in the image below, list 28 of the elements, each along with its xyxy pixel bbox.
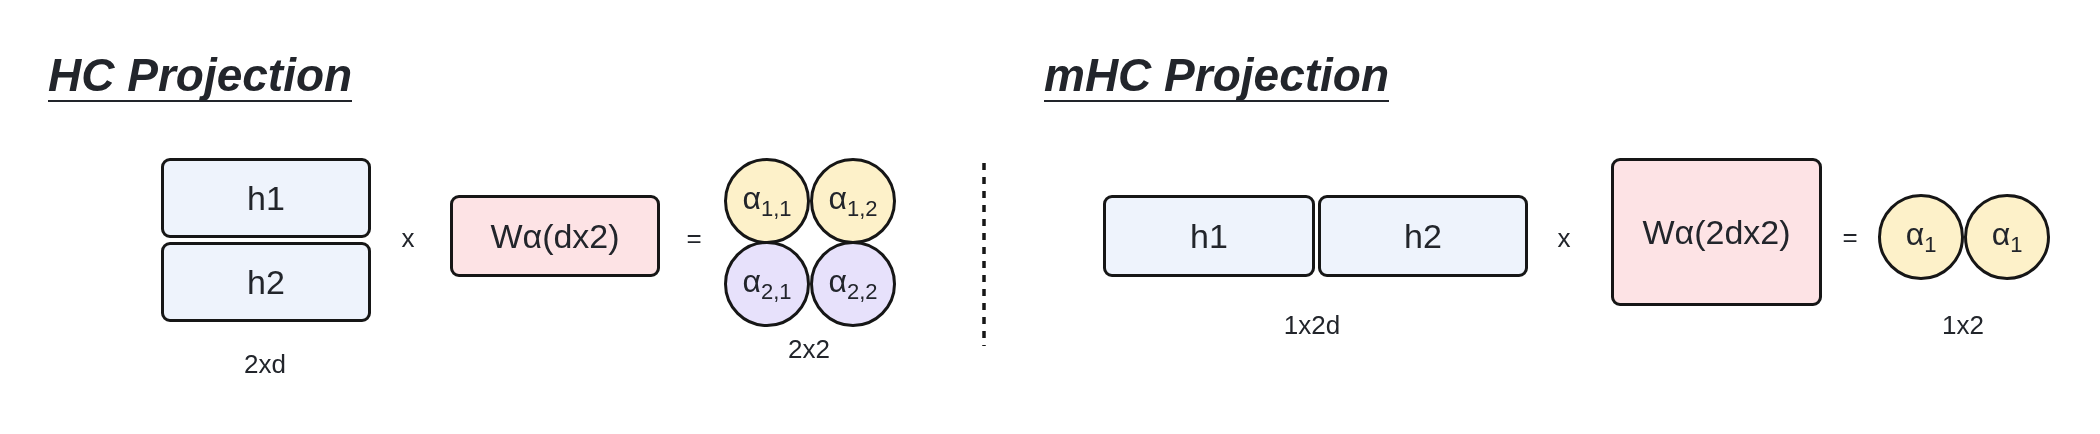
matrix-box (450, 195, 660, 277)
matrix-label: h2 (1404, 219, 1442, 253)
matrix-label: Wα(2dx2) (1642, 215, 1791, 249)
matrix-label: α$_{1,1}$ (742, 181, 792, 221)
operator-symbol: = (686, 225, 702, 251)
section-heading: HC Projection (48, 52, 353, 102)
matrix-box (161, 242, 371, 322)
matrix-box (1103, 195, 1315, 277)
dimension-label: 2xd (244, 351, 286, 377)
dimension-label: 2x2 (788, 336, 830, 362)
dimension-label: 1x2 (1942, 312, 1984, 338)
matrix-label: Wα(dx2) (490, 219, 620, 253)
matrix-label: α$_{2,1}$ (742, 264, 792, 304)
matrix-label: h1 (1190, 219, 1228, 253)
operator-symbol: x (401, 225, 415, 251)
matrix-label: α$_{1}$ (1991, 217, 2023, 257)
matrix-box (161, 158, 371, 238)
dimension-label: 1x2d (1283, 312, 1341, 338)
matrix-label: h1 (247, 181, 285, 215)
matrix-label: α$_{2,2}$ (828, 264, 878, 304)
section-heading: mHC Projection (1044, 52, 1390, 102)
matrix-box (1611, 158, 1822, 306)
matrix-box (1318, 195, 1528, 277)
operator-symbol: = (1842, 224, 1858, 250)
matrix-label: α$_{1,2}$ (828, 181, 878, 221)
operator-symbol: x (1557, 225, 1571, 251)
matrix-label: α$_{1}$ (1905, 217, 1937, 257)
matrix-label: h2 (247, 265, 285, 299)
